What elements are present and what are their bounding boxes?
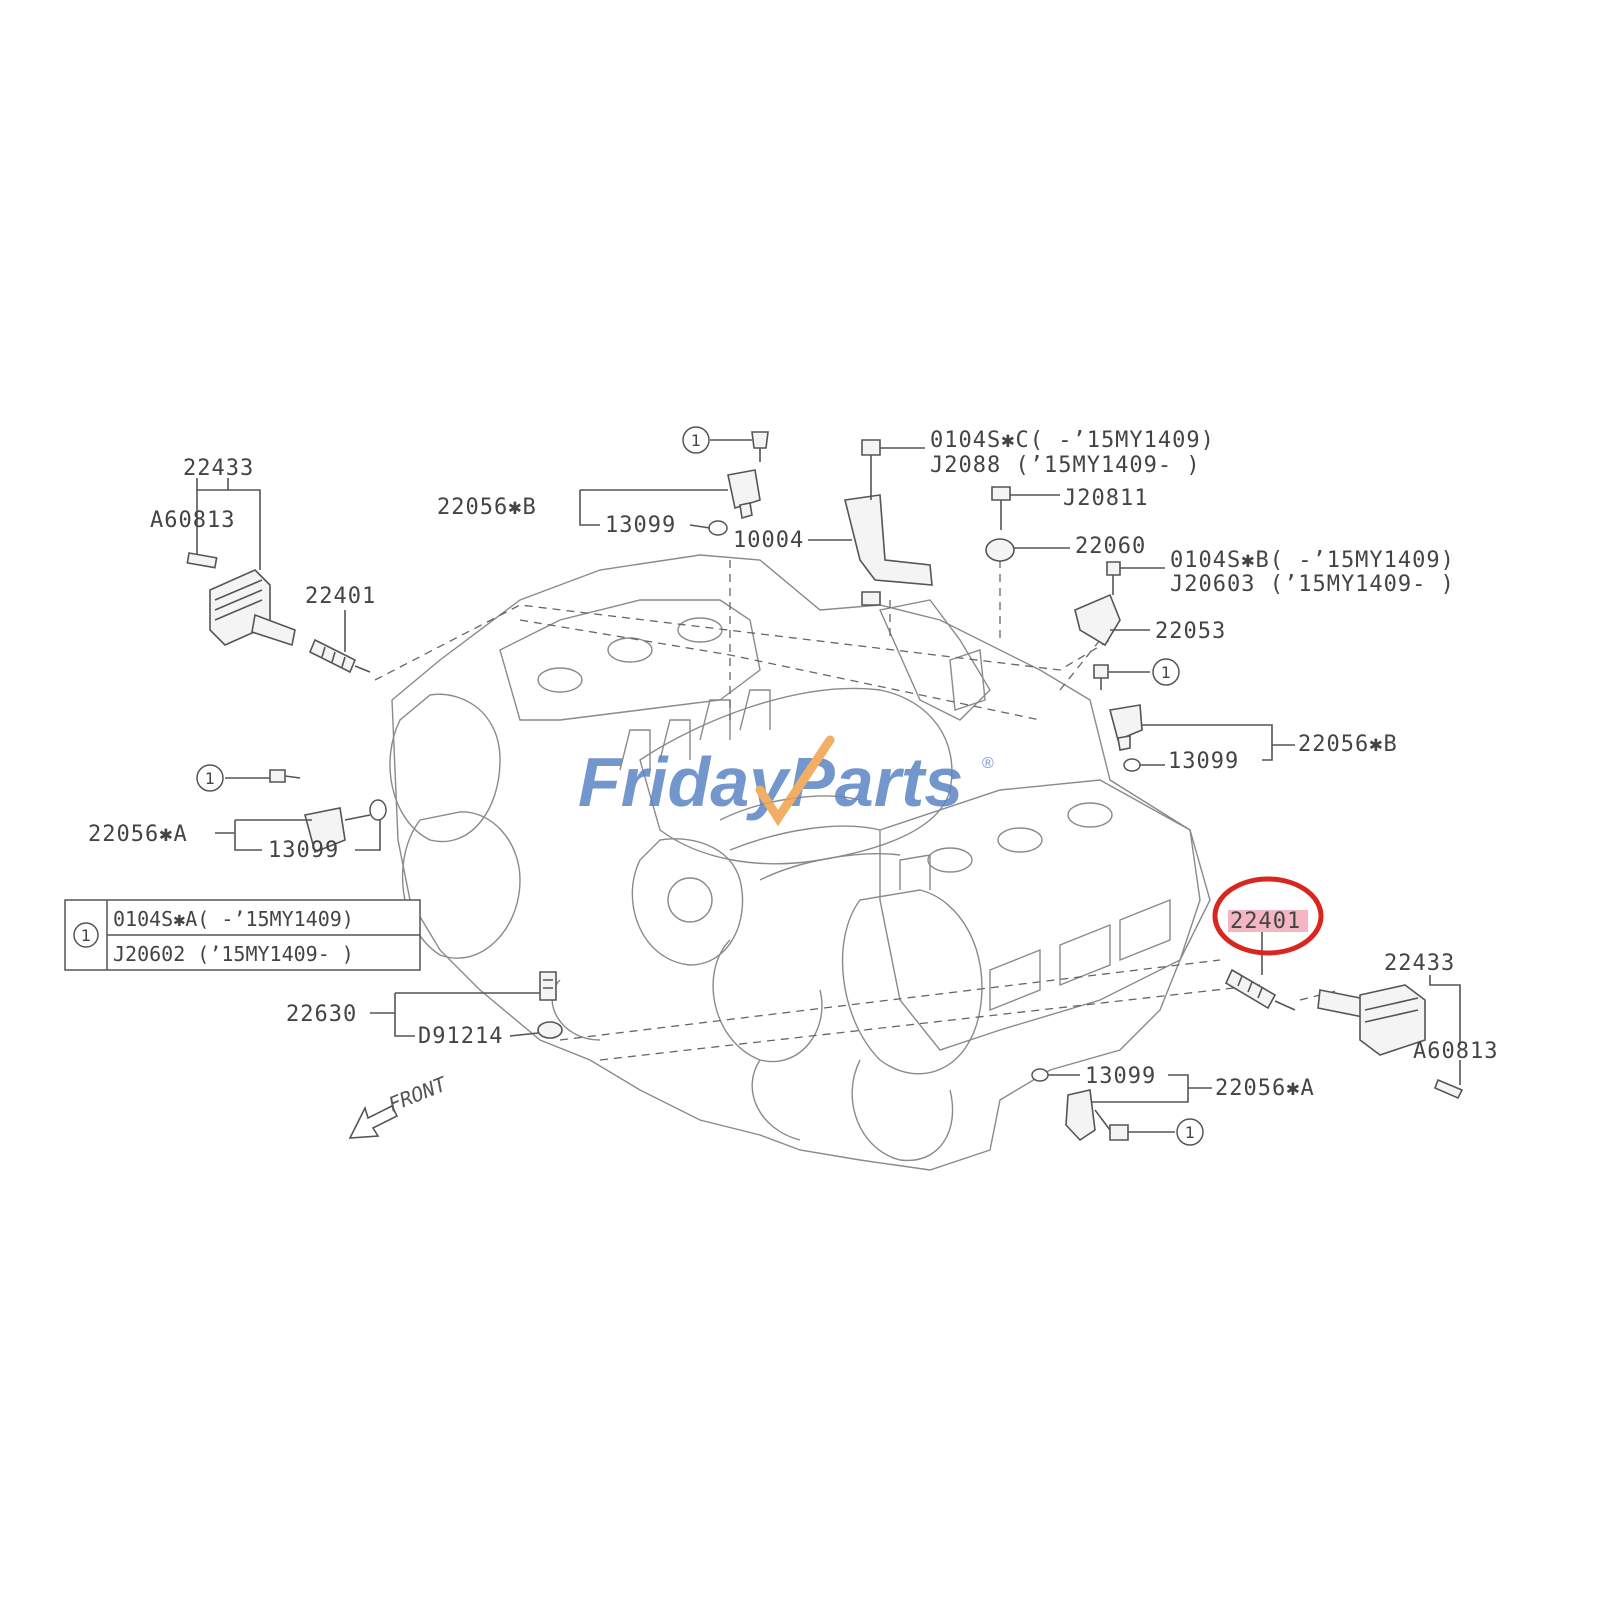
front-arrow-icon <box>348 1104 399 1139</box>
circle-symbol-bottom: 1 <box>1176 1118 1204 1146</box>
label-10004: 10004 <box>733 528 804 553</box>
sensor-left-icon <box>269 769 387 854</box>
front-indicator: FRONT <box>348 1071 452 1139</box>
svg-text:1: 1 <box>205 769 215 788</box>
label-a60813-left: A60813 <box>150 508 235 533</box>
label-13099-right: 13099 <box>1168 749 1239 774</box>
spark-plug-right-icon <box>1224 968 1296 1011</box>
label-d91214: D91214 <box>418 1024 503 1049</box>
label-22056b-right: 22056✱B <box>1298 732 1398 757</box>
label-j20603: J20603 (’15MY1409- ) <box>1170 572 1455 597</box>
label-22433-left: 22433 <box>183 456 254 481</box>
legend-row-1: 0104S✱A( -’15MY1409) <box>113 907 354 931</box>
front-label: FRONT <box>385 1071 452 1117</box>
circle-symbol-top: 1 <box>682 426 710 454</box>
label-13099-top: 13099 <box>605 513 676 538</box>
legend-table: 1 0104S✱A( -’15MY1409) J20602 (’15MY1409… <box>64 899 421 971</box>
knock-sensor-icon <box>985 486 1015 562</box>
watermark-friday: Friday <box>578 743 791 821</box>
label-0104sc: 0104S✱C( -’15MY1409) <box>930 428 1215 453</box>
svg-text:1: 1 <box>1185 1123 1195 1142</box>
watermark-parts: Parts <box>788 743 963 821</box>
watermark: FridayParts ® <box>578 735 994 827</box>
label-j2088: J2088 (’15MY1409- ) <box>930 453 1201 478</box>
legend-row-2: J20602 (’15MY1409- ) <box>113 942 354 966</box>
sensor-top-icon <box>708 431 769 536</box>
ignition-coil-left-icon <box>186 552 296 647</box>
callout-circles: 1 1 1 1 <box>196 426 1204 1146</box>
label-13099-left: 13099 <box>268 838 339 863</box>
label-j20811: J20811 <box>1063 486 1148 511</box>
spark-plug-left-icon <box>308 638 371 674</box>
engine-block-drawing <box>389 554 1211 1171</box>
circle-symbol-left: 1 <box>196 764 224 792</box>
leader-lines <box>196 439 1461 1133</box>
label-22401-right: 22401 <box>1230 909 1301 934</box>
label-22056a-left: 22056✱A <box>88 822 188 847</box>
svg-text:1: 1 <box>1161 663 1171 682</box>
label-22433-right: 22433 <box>1384 951 1455 976</box>
label-a60813-right: A60813 <box>1413 1039 1498 1064</box>
label-22053: 22053 <box>1155 619 1226 644</box>
label-22401-left: 22401 <box>305 584 376 609</box>
svg-text:1: 1 <box>81 926 91 945</box>
oil-pressure-switch-icon <box>537 971 563 1039</box>
label-0104sb: 0104S✱B( -’15MY1409) <box>1170 548 1455 573</box>
svg-text:FridayParts: FridayParts <box>578 743 963 821</box>
label-22056b-top: 22056✱B <box>437 495 537 520</box>
sensor-right-upper-icon <box>1093 664 1143 772</box>
circle-symbol-right-upper: 1 <box>1152 658 1180 686</box>
svg-text:1: 1 <box>691 431 701 450</box>
watermark-registered: ® <box>982 755 994 772</box>
ignition-coil-right-icon <box>1317 984 1464 1100</box>
highlight-22401 <box>1212 876 1324 956</box>
part-labels: 22433 A60813 22401 22056✱B 13099 10004 0… <box>88 428 1498 1101</box>
label-22630: 22630 <box>286 1002 357 1027</box>
bracket-icon <box>844 439 933 606</box>
watermark-check-icon <box>755 735 835 827</box>
label-22060: 22060 <box>1075 534 1146 559</box>
label-22056a-bottom: 22056✱A <box>1215 1076 1315 1101</box>
cam-sensor-icon <box>1074 561 1121 647</box>
label-13099-bottom: 13099 <box>1085 1064 1156 1089</box>
